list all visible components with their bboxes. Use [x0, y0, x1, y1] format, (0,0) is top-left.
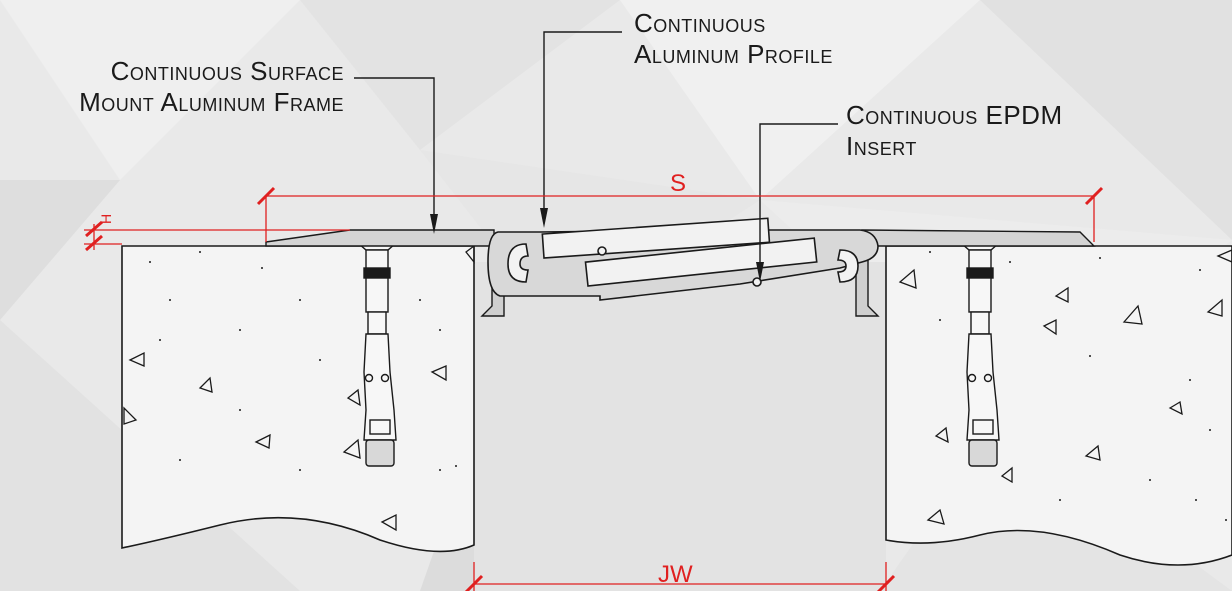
- frame-callout-line2: Mount Aluminum Frame: [79, 87, 344, 117]
- dimension-lines: [84, 195, 1095, 591]
- frame-callout: Continuous Surface Mount Aluminum Frame: [0, 56, 344, 118]
- profile-callout-line1: Continuous: [634, 8, 766, 38]
- profile-callout-line2: Aluminum Profile: [634, 39, 833, 69]
- insert-callout-line1: Continuous EPDM: [846, 100, 1063, 130]
- dimension-ticks: [85, 186, 1104, 591]
- leader-lines: [354, 31, 838, 266]
- joint-width-dimension-label: JW: [658, 561, 693, 588]
- insert-callout: Continuous EPDM Insert: [846, 100, 1063, 162]
- span-dimension-label: S: [670, 170, 687, 197]
- height-dimension-label: H: [98, 213, 114, 224]
- joint-gap: [474, 262, 886, 591]
- surface-mount-frames: [265, 229, 1096, 317]
- profile-callout: Continuous Aluminum Profile: [634, 8, 833, 70]
- frame-callout-line1: Continuous Surface: [110, 56, 344, 86]
- left-concrete-slab: [121, 245, 475, 553]
- aluminum-profile: [487, 217, 879, 301]
- insert-callout-line2: Insert: [846, 131, 917, 161]
- leader-arrowheads: [430, 208, 764, 282]
- left-anchor-bolt: [348, 235, 406, 467]
- concrete-aggregate: [123, 244, 1232, 532]
- concrete-speckles: [149, 251, 1227, 521]
